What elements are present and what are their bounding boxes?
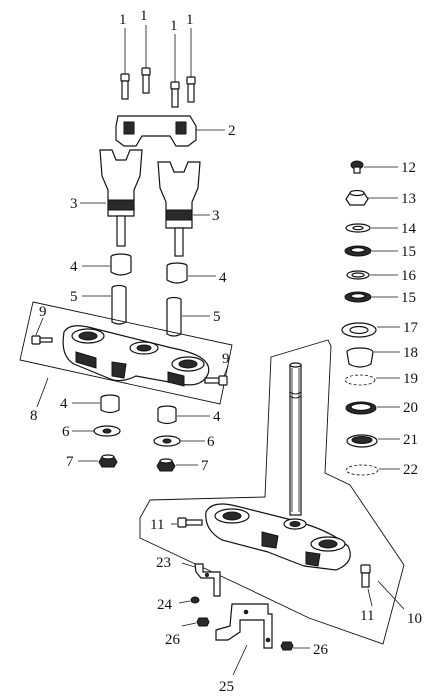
- cup-washer-part-6: [72, 425, 205, 447]
- callout-16: 16: [401, 268, 417, 284]
- collar-part-5: [82, 284, 210, 337]
- bushing-part-4: [82, 253, 216, 284]
- callout-14: 14: [401, 221, 417, 237]
- lower-clamp-frame: [139, 339, 405, 645]
- callout-1: 1: [186, 12, 194, 28]
- pinch-bolt-part-9: [31, 317, 229, 386]
- bracket-part-23: [181, 562, 221, 597]
- callout-20: 20: [403, 400, 418, 416]
- callout-5: 5: [213, 309, 221, 325]
- callout-26: 26: [313, 642, 329, 658]
- bushing-part-4-lower: [72, 394, 210, 425]
- callout-25: 25: [219, 679, 234, 695]
- handlebar-clamp-part-2: [115, 115, 225, 147]
- callout-15: 15: [401, 244, 416, 260]
- callout-8: 8: [30, 408, 38, 424]
- callout-7: 7: [66, 454, 74, 470]
- callout-26: 26: [165, 632, 181, 648]
- callout-6: 6: [207, 434, 215, 450]
- callout-24: 24: [157, 597, 173, 613]
- pinch-bolt-part-11: [171, 517, 405, 610]
- nut-part-7: [78, 454, 198, 472]
- bolt-part-1: [120, 25, 196, 108]
- riser-right-part-3: [157, 161, 210, 257]
- callout-22: 22: [403, 462, 418, 478]
- callout-1: 1: [140, 8, 148, 24]
- callout-4: 4: [219, 270, 227, 286]
- callout-18: 18: [403, 345, 418, 361]
- callout-10: 10: [407, 611, 422, 627]
- callout-3: 3: [70, 196, 78, 212]
- callout-5: 5: [70, 289, 78, 305]
- washer-part-24: [178, 596, 200, 604]
- callout-12: 12: [401, 160, 416, 176]
- nut-part-26: [181, 617, 310, 651]
- callout-7: 7: [201, 458, 209, 474]
- steering-stem-part-10: [205, 362, 351, 571]
- callout-23: 23: [156, 555, 171, 571]
- callout-3: 3: [212, 208, 220, 224]
- callout-19: 19: [403, 371, 418, 387]
- callout-1: 1: [170, 18, 178, 34]
- callout-4: 4: [60, 396, 68, 412]
- callout-11: 11: [360, 608, 374, 624]
- callout-15: 15: [401, 290, 416, 306]
- callout-13: 13: [401, 191, 416, 207]
- callout-4: 4: [213, 409, 221, 425]
- upper-triple-clamp-part-8: [62, 325, 210, 387]
- callout-17: 17: [403, 320, 419, 336]
- bearing-stack: [341, 160, 400, 476]
- callout-1: 1: [119, 12, 127, 28]
- callout-6: 6: [62, 424, 70, 440]
- upper-clamp-frame: [19, 301, 233, 405]
- riser-left-part-3: [80, 149, 143, 247]
- callout-4: 4: [70, 259, 78, 275]
- callout-11: 11: [150, 517, 164, 533]
- callout-9: 9: [222, 351, 230, 367]
- leader-8: [36, 377, 49, 408]
- bracket-part-25: [215, 603, 273, 676]
- callout-21: 21: [403, 432, 418, 448]
- callout-2: 2: [228, 123, 236, 139]
- callout-9: 9: [39, 304, 47, 320]
